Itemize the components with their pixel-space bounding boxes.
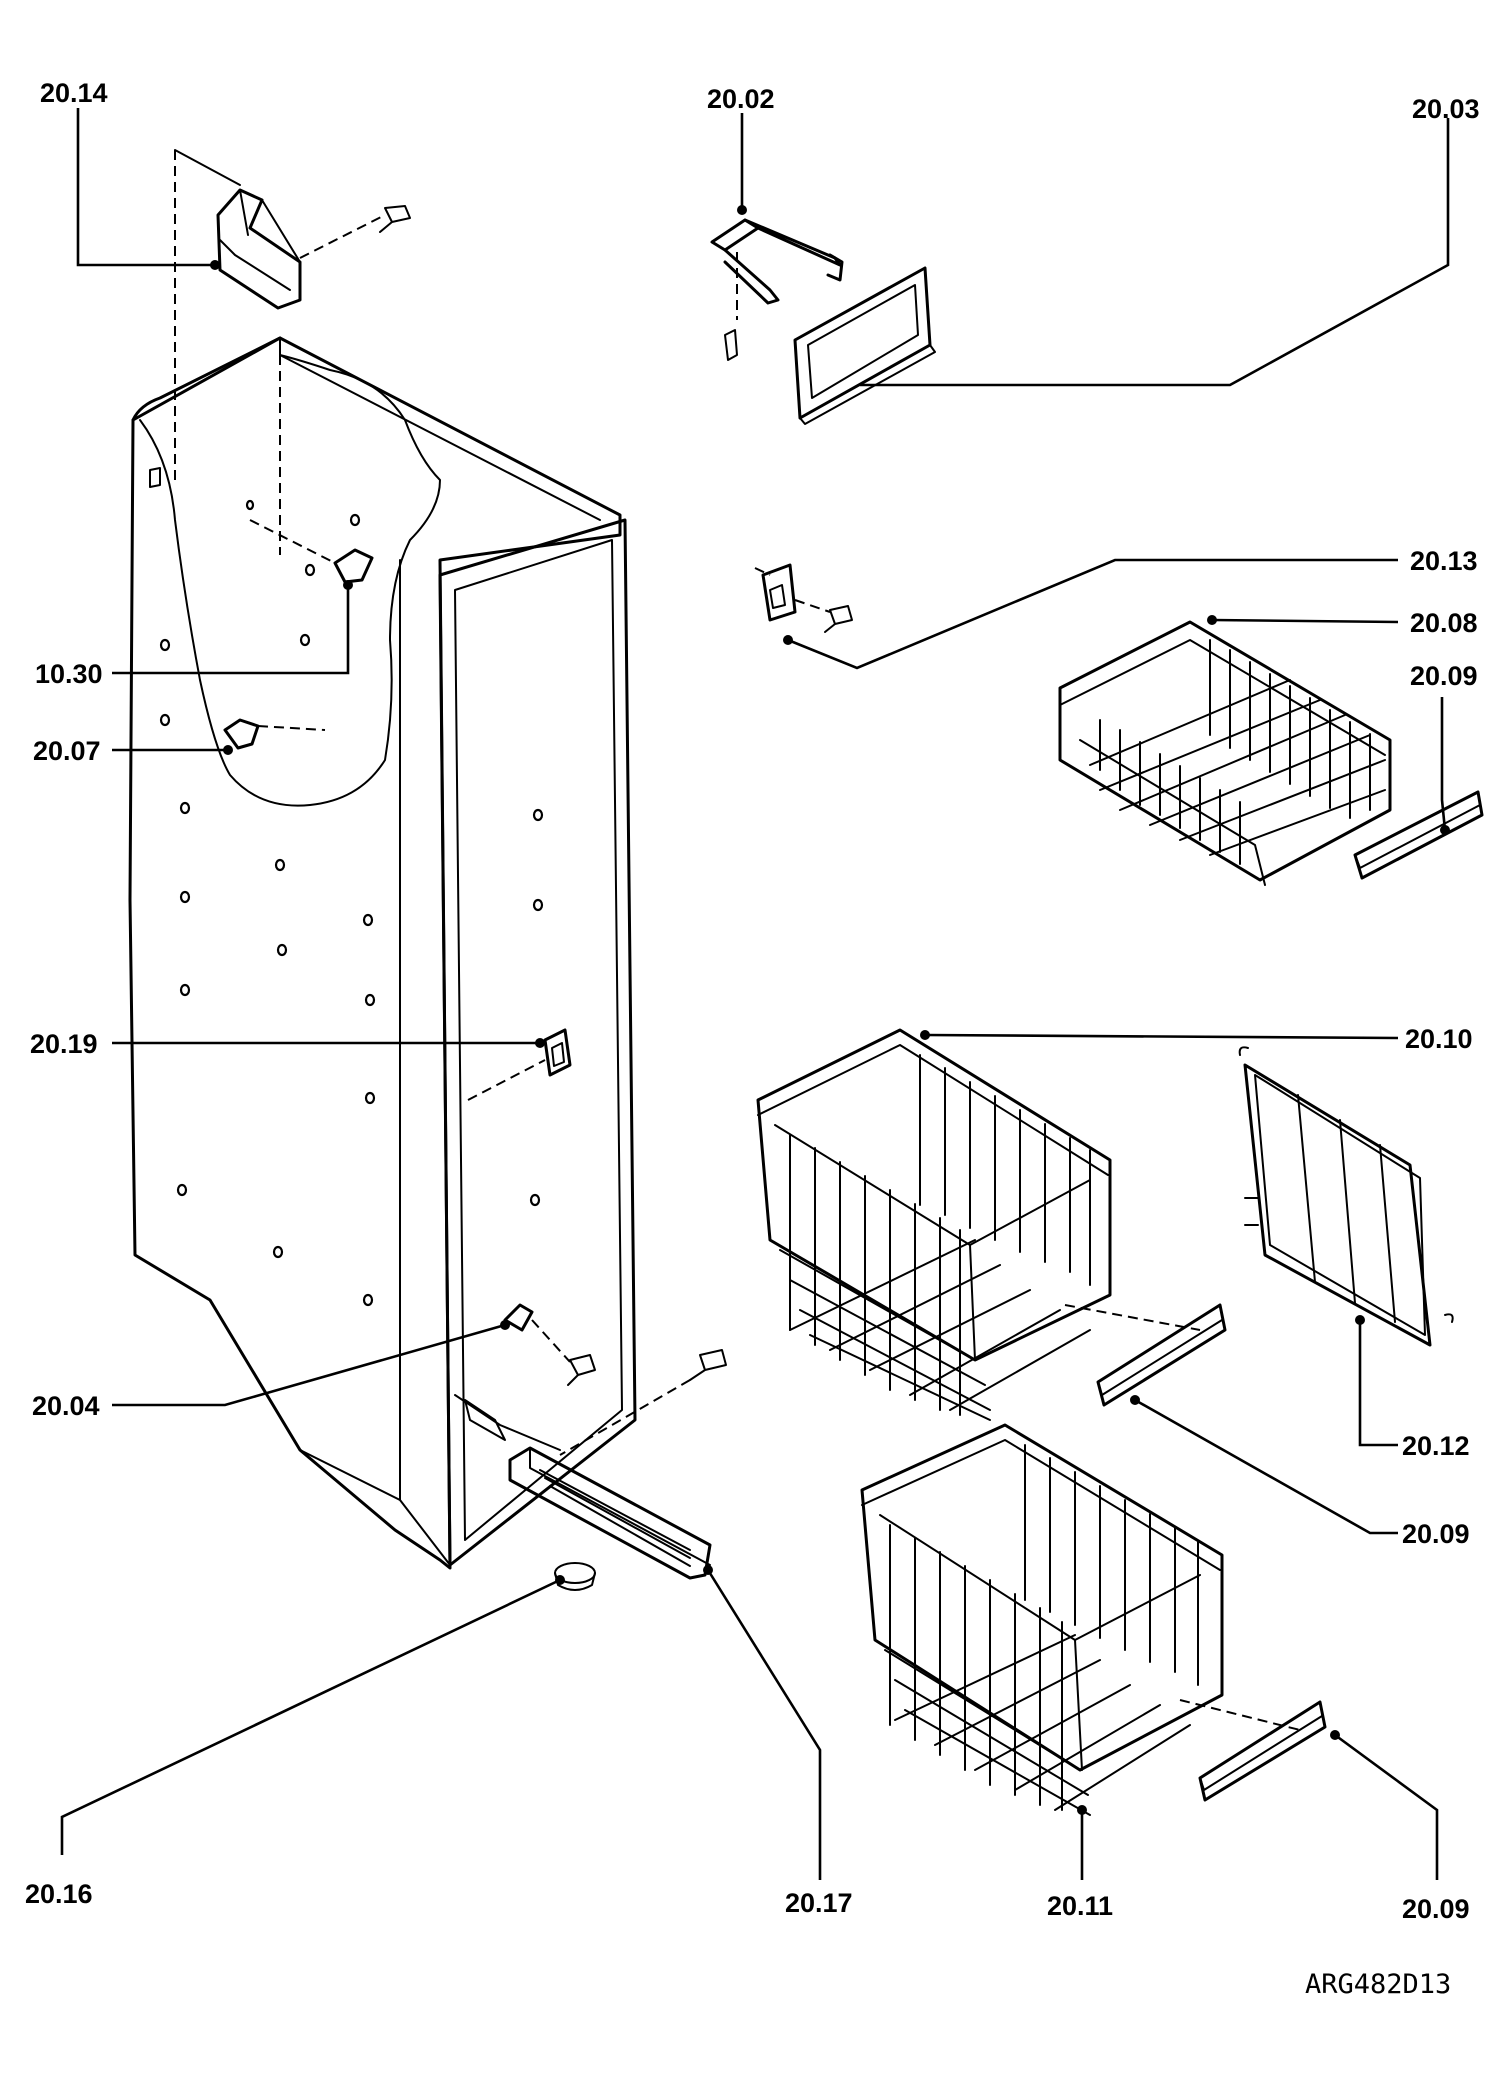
part-switch-20-13 — [754, 563, 853, 633]
callout-20-08: 20.08 — [1410, 608, 1478, 638]
callout-20-10: 20.10 — [1405, 1024, 1473, 1054]
callout-10-30: 10.30 — [35, 659, 103, 689]
callout-20-19: 20.19 — [30, 1029, 98, 1059]
callout-20-17: 20.17 — [785, 1888, 853, 1918]
callout-20-09-bottom: 20.09 — [1402, 1894, 1470, 1924]
part-switch-20-19 — [467, 1028, 572, 1101]
callout-20-13: 20.13 — [1410, 546, 1478, 576]
part-upper-hinge-20-02 — [710, 218, 844, 361]
callout-20-03: 20.03 — [1412, 94, 1480, 124]
callout-20-12: 20.12 — [1402, 1431, 1470, 1461]
basket-wires-20-11 — [884, 1444, 1199, 1816]
part-latch-20-04 — [503, 1303, 596, 1386]
cabinet-liner — [128, 336, 637, 1570]
drawing-code: ARG482D13 — [1305, 1969, 1451, 2000]
part-divider-20-12 — [1238, 1046, 1454, 1347]
part-cover-plate-20-03 — [793, 266, 936, 425]
callout-20-09-top: 20.09 — [1410, 661, 1478, 691]
part-clip-10-30 — [249, 519, 374, 584]
part-hinge-bracket-20-14 — [149, 149, 411, 488]
callout-20-16: 20.16 — [25, 1879, 93, 1909]
callout-20-02: 20.02 — [707, 84, 775, 114]
mounting-holes — [159, 499, 544, 1307]
part-grille-20-17 — [508, 1349, 727, 1591]
basket-wires-20-10 — [779, 1054, 1091, 1421]
callout-20-09-middle: 20.09 — [1402, 1519, 1470, 1549]
basket-wires-20-08 — [1089, 639, 1386, 865]
callout-20-14: 20.14 — [40, 78, 108, 108]
part-clip-20-07 — [223, 718, 326, 750]
leader-lines — [60, 108, 1450, 1880]
part-basket-20-10 — [756, 1028, 1227, 1421]
callout-20-11: 20.11 — [1047, 1891, 1113, 1921]
callout-labels: 20.14 20.02 20.03 20.13 20.08 20.09 10.3… — [25, 78, 1480, 1924]
part-basket-20-08 — [1058, 620, 1484, 886]
callout-20-04: 20.04 — [32, 1391, 100, 1421]
part-basket-20-11 — [860, 1423, 1327, 1816]
leader-dots — [210, 205, 1450, 1815]
callout-20-07: 20.07 — [33, 736, 101, 766]
